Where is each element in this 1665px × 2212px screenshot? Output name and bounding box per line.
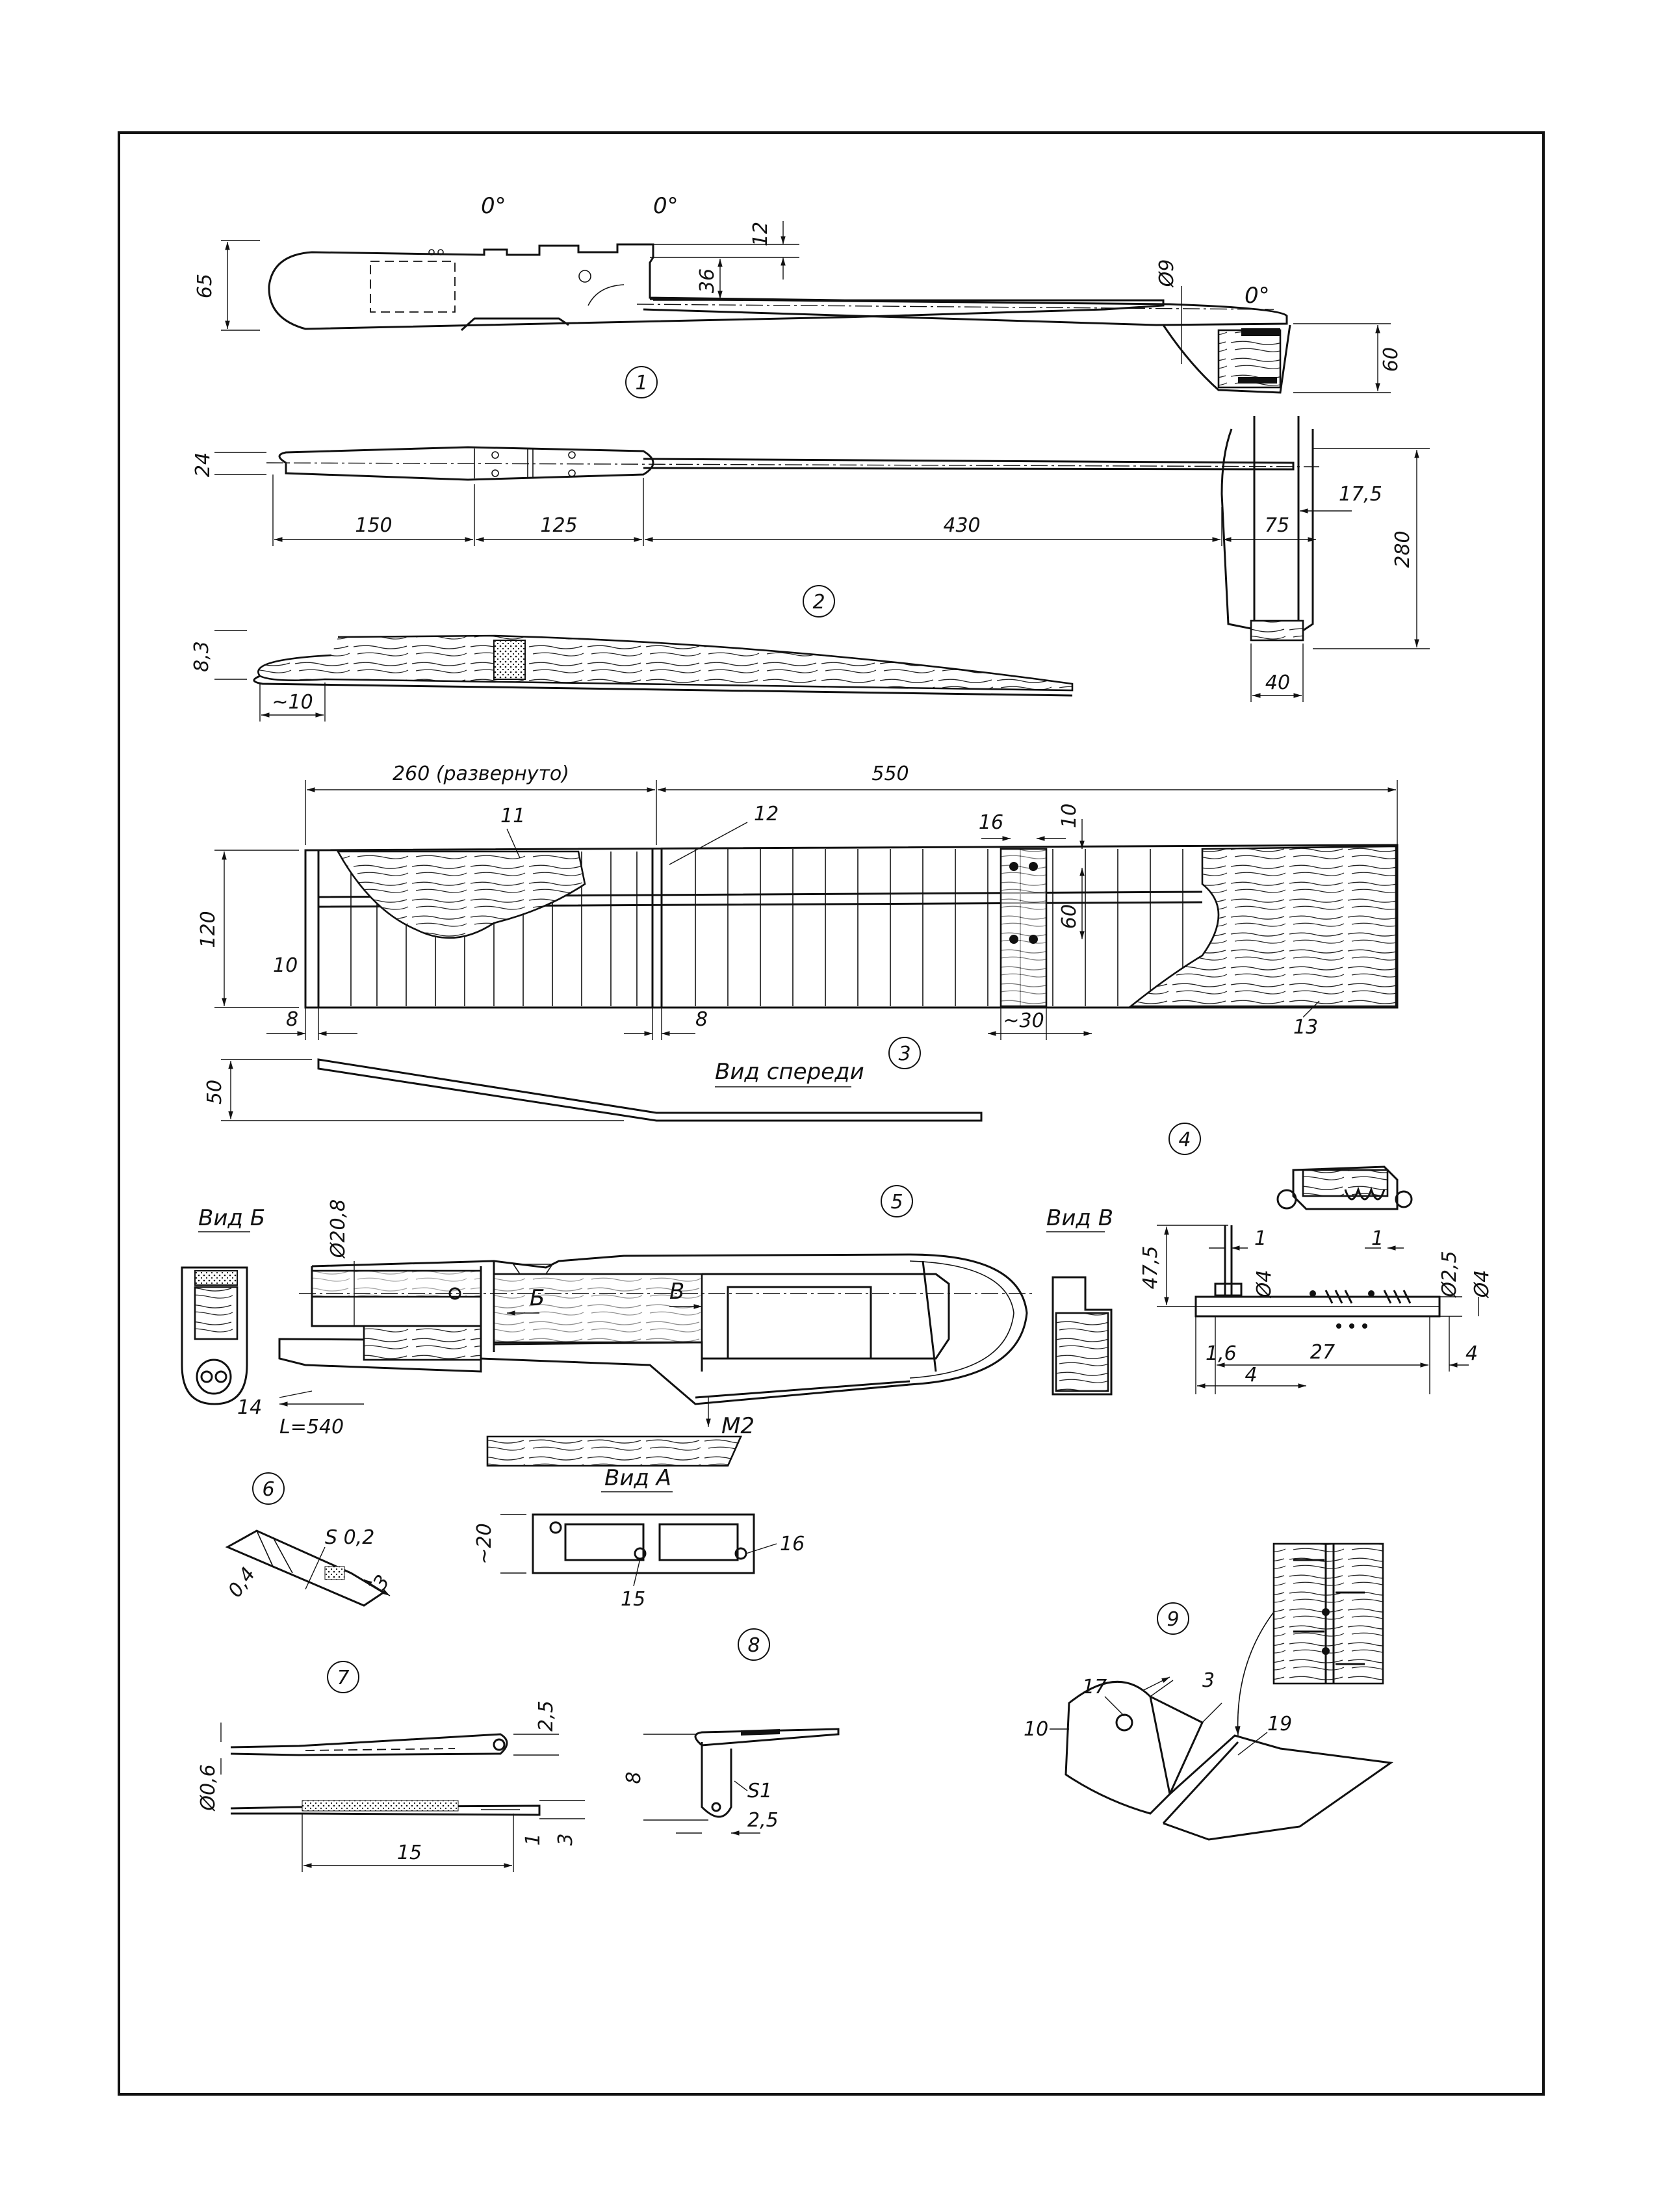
callout-15: 15 xyxy=(621,1588,645,1611)
figure-8-hook: 8 8 S1 2,5 xyxy=(623,1628,840,1833)
dim-fig2-24: 24 xyxy=(192,452,214,477)
dim-fig2-17-5: 17,5 xyxy=(1339,483,1382,506)
dim-fig7-d0-6: Ø0,6 xyxy=(197,1764,220,1812)
dim-fig4-1-6: 1,6 xyxy=(1206,1342,1237,1365)
front-view-label: Вид спереди xyxy=(715,1059,864,1085)
dim-fig9-3: 3 xyxy=(1202,1669,1215,1692)
dim-fig3-30: ~30 xyxy=(1003,1009,1044,1032)
dim-front-view-50: 50 xyxy=(203,1080,226,1104)
callout-16: 16 xyxy=(780,1533,805,1555)
callout-13: 13 xyxy=(1293,1016,1318,1039)
figure-6-number: 6 xyxy=(262,1478,274,1501)
view-v-label: Вид В xyxy=(1046,1205,1113,1231)
dim-fig3-10-left: 10 xyxy=(273,954,298,977)
dim-fig3-550: 550 xyxy=(871,762,909,785)
dim-fig3-16: 16 xyxy=(979,811,1003,834)
callout-14: 14 xyxy=(237,1396,262,1419)
callout-m2: M2 xyxy=(721,1413,755,1439)
dim-fig7-2-5: 2,5 xyxy=(535,1700,558,1732)
figure-7-number: 7 xyxy=(337,1667,349,1689)
dim-fig8-2-5: 2,5 xyxy=(747,1809,779,1832)
dim-fig1-36: 36 xyxy=(696,268,719,293)
dim-fig6-s0-2: S 0,2 xyxy=(325,1526,374,1549)
dim-fig4-1-b: 1 xyxy=(1371,1227,1384,1250)
callout-19: 19 xyxy=(1267,1713,1292,1736)
dim-fig5-L540: L=540 xyxy=(279,1416,344,1438)
dim-fig4-47-5: 47,5 xyxy=(1139,1246,1162,1290)
dim-fig2-430: 430 xyxy=(943,514,980,537)
dim-fig8-8: 8 xyxy=(623,1771,645,1784)
callout-17: 17 xyxy=(1082,1676,1107,1698)
figure-5-fuselage: 5 Вид Б Б В Ø20,8 14 L=540 xyxy=(181,1185,1113,1611)
dim-fig3-260: 260 (развернуто) xyxy=(393,762,569,785)
figure-3-wing-plan: 260 (развернуто) 550 16 10 120 10 60 8 8… xyxy=(197,762,1399,1122)
callout-10: 10 xyxy=(1024,1718,1048,1741)
dim-fig4-27: 27 xyxy=(1310,1341,1335,1364)
figure-9-number: 9 xyxy=(1167,1608,1179,1631)
sheet-frame xyxy=(118,131,1545,2096)
angle-wing: 0° xyxy=(481,193,506,219)
dim-fig7-1: 1 xyxy=(522,1833,545,1845)
dim-profile-8-3: 8,3 xyxy=(190,641,213,672)
figure-3-number: 3 xyxy=(898,1043,910,1065)
dim-fig2-150: 150 xyxy=(355,514,392,537)
dim-fig7-3: 3 xyxy=(554,1833,577,1845)
section-mark-v: В xyxy=(669,1279,684,1305)
dim-fig4-4-bottom: 4 xyxy=(1245,1364,1257,1386)
dim-fig2-125: 125 xyxy=(540,514,577,537)
dim-profile-10: ~10 xyxy=(272,691,313,714)
figure-2-top-view: 24 150 125 430 75 17,5 280 40 2 xyxy=(192,416,1430,702)
figure-1-number: 1 xyxy=(635,372,647,395)
dim-fig2-40: 40 xyxy=(1265,671,1290,694)
dim-fig7-15: 15 xyxy=(397,1841,422,1864)
dim-fig4-d4-left: Ø4 xyxy=(1253,1270,1276,1299)
figure-5-number: 5 xyxy=(890,1191,903,1214)
section-mark-b: Б xyxy=(530,1285,545,1311)
dim-fig1-60: 60 xyxy=(1380,347,1402,372)
dim-fig4-1-a: 1 xyxy=(1254,1227,1267,1250)
dim-fig2-280: 280 xyxy=(1391,530,1414,567)
dim-fig5-d20-8: Ø20,8 xyxy=(327,1199,350,1259)
callout-11: 11 xyxy=(500,805,525,827)
dim-fig4-d2-5: Ø2,5 xyxy=(1438,1251,1461,1298)
dim-fig3-60: 60 xyxy=(1058,904,1081,929)
dim-fig6-3: 3 xyxy=(368,1571,394,1594)
callout-12: 12 xyxy=(754,803,779,826)
dim-fig1-12: 12 xyxy=(749,222,772,246)
wing-profile: 8,3 ~10 xyxy=(190,630,1074,722)
figure-4-fitting: 4 47,5 1 1 Ø2,5 Ø4 Ø4 1,6 27 4 4 xyxy=(1139,1123,1493,1394)
dim-fig4-4-right: 4 xyxy=(1465,1342,1478,1365)
dim-fig1-d9: Ø9 xyxy=(1155,259,1178,289)
figure-8-number: 8 xyxy=(747,1634,760,1657)
angle-tail: 0° xyxy=(1245,283,1270,309)
dim-fig2-75: 75 xyxy=(1265,514,1289,537)
angle-stab: 0° xyxy=(653,193,678,219)
view-a-label: Вид А xyxy=(604,1465,671,1491)
dim-fig4-d4-right: Ø4 xyxy=(1471,1270,1493,1299)
dim-fig6-0-4: 0,4 xyxy=(224,1563,260,1602)
dim-fig3-8-mid: 8 xyxy=(695,1008,708,1031)
view-b-label: Вид Б xyxy=(198,1205,265,1231)
figure-4-number: 4 xyxy=(1178,1128,1191,1151)
dim-fig8-s1: S1 xyxy=(747,1780,772,1802)
dim-fig3-10-top: 10 xyxy=(1058,803,1081,828)
figure-2-number: 2 xyxy=(812,591,825,614)
dim-fig3-8-left: 8 xyxy=(286,1008,298,1031)
figure-7-horn: 7 Ø0,6 2,5 1 3 15 xyxy=(197,1661,585,1872)
dim-fig1-65: 65 xyxy=(194,274,216,298)
figure-6-bracket: 6 S 0,2 0,4 3 xyxy=(224,1472,394,1607)
dim-view-a-20: ~20 xyxy=(473,1523,496,1564)
figure-1-side-view: 65 12 36 Ø9 60 0° 0° 0° 1 xyxy=(194,193,1402,398)
dim-fig3-120: 120 xyxy=(197,911,220,948)
figure-9-hinge: 9 3 17 10 19 xyxy=(1024,1542,1394,1841)
